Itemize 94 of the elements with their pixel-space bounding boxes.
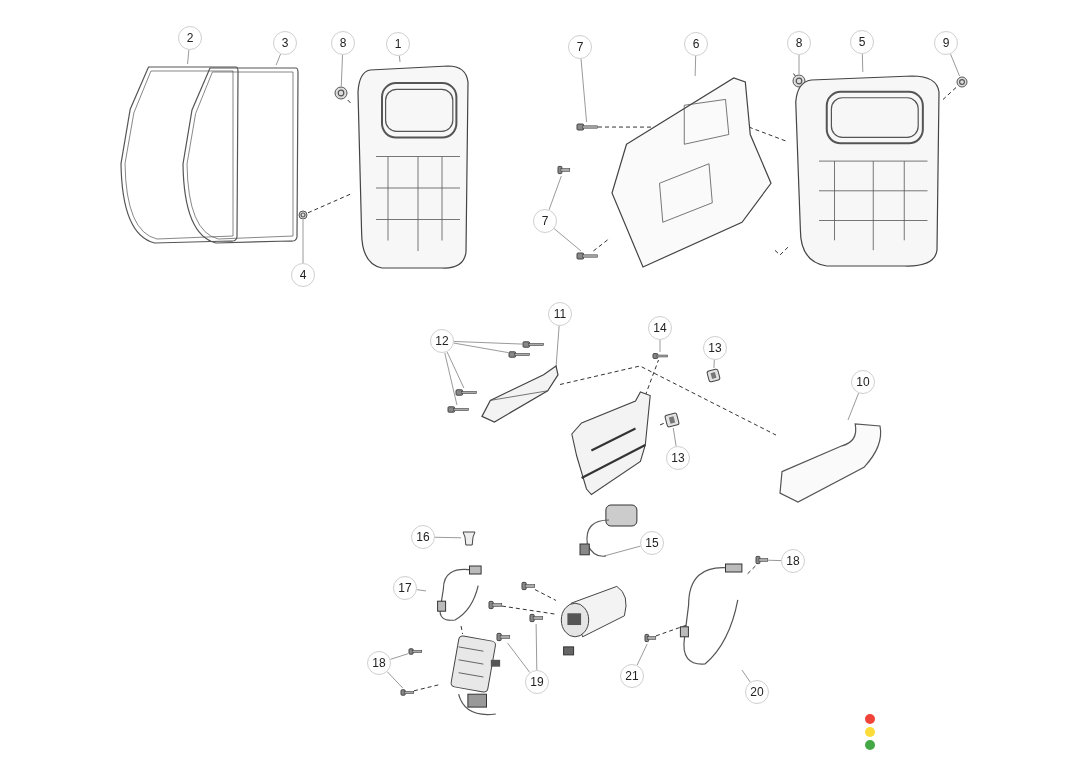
callout-number: 16 <box>411 525 435 549</box>
screw-drawing <box>644 632 656 644</box>
screw-drawing <box>455 388 477 397</box>
assembly-line <box>774 246 789 256</box>
leader-line <box>548 175 562 211</box>
leader-line <box>446 351 465 389</box>
leader-line <box>580 58 588 123</box>
leader-line <box>659 339 661 353</box>
callout-number: 7 <box>568 35 592 59</box>
seal-drawing <box>118 64 240 245</box>
plug-drawing <box>461 529 477 547</box>
leader-line <box>386 671 404 689</box>
screw-drawing <box>522 340 544 349</box>
assembly-line <box>307 192 353 214</box>
screw-drawing <box>529 612 543 624</box>
assembly-line <box>501 605 557 615</box>
leader-line <box>434 536 462 539</box>
leader-line <box>767 559 782 562</box>
leader-line <box>672 427 677 447</box>
leader-line <box>713 359 715 369</box>
leader-line <box>847 392 860 421</box>
nut-drawing <box>298 210 308 220</box>
callout-number: 9 <box>934 31 958 55</box>
screw-drawing <box>557 164 570 176</box>
screw-drawing <box>447 405 469 414</box>
assembly-line <box>942 87 957 100</box>
nut-drawing <box>956 76 968 88</box>
leader-line <box>798 54 800 75</box>
callout-number: 7 <box>533 209 557 233</box>
leader-line <box>603 545 641 557</box>
leader-line <box>636 643 648 666</box>
callout-number: 2 <box>178 26 202 50</box>
leader-line <box>398 55 401 63</box>
callout-number: 11 <box>548 302 572 326</box>
leader-line <box>187 49 190 65</box>
assembly-line <box>644 359 659 396</box>
callout-number: 5 <box>850 30 874 54</box>
assembly-line <box>413 684 441 692</box>
clip-drawing <box>706 368 721 383</box>
callout-number: 12 <box>430 329 454 353</box>
seal-drawing <box>180 65 300 245</box>
leader-line <box>444 352 458 406</box>
screw-drawing <box>521 580 535 592</box>
assembly-line <box>592 237 611 252</box>
callout-number: 17 <box>393 576 417 600</box>
callout-number: 14 <box>648 316 672 340</box>
callout-number: 21 <box>620 664 644 688</box>
callout-number: 18 <box>781 549 805 573</box>
screw-drawing <box>408 647 422 656</box>
nut-drawing <box>334 86 348 100</box>
callout-number: 13 <box>703 336 727 360</box>
callout-number: 19 <box>525 670 549 694</box>
callout-number: 15 <box>640 531 664 555</box>
screw-drawing <box>496 631 510 643</box>
pin-drawing <box>652 352 668 360</box>
screw-drawing <box>576 251 598 261</box>
leader-line <box>416 589 427 592</box>
leader-line <box>507 642 531 673</box>
callout-number: 8 <box>331 31 355 55</box>
screw-drawing <box>576 122 598 132</box>
screw-drawing <box>488 599 502 611</box>
assembly-line <box>534 589 557 601</box>
leader-line <box>340 54 343 87</box>
assembly-line <box>659 422 665 426</box>
leader-line <box>694 55 697 77</box>
screw-drawing <box>755 554 768 566</box>
callout-number: 6 <box>684 32 708 56</box>
callout-number: 20 <box>745 680 769 704</box>
assembly-line <box>745 565 756 576</box>
callout-number: 8 <box>787 31 811 55</box>
callout-number: 18 <box>367 651 391 675</box>
assembly-line <box>347 99 353 105</box>
callout-number: 1 <box>386 32 410 56</box>
leader-line <box>453 342 509 354</box>
assembly-line <box>460 625 464 635</box>
screw-drawing <box>508 350 530 359</box>
callout-number: 3 <box>273 31 297 55</box>
assembly-line <box>655 624 688 637</box>
leader-line <box>275 53 282 66</box>
leader-line <box>389 653 409 660</box>
handle-drawing <box>478 362 560 426</box>
callout-number: 4 <box>291 263 315 287</box>
leader-line <box>453 340 523 345</box>
callout-number: 10 <box>851 370 875 394</box>
leader-line <box>302 219 304 264</box>
leader-line <box>553 228 582 252</box>
cover-drawing <box>610 76 775 271</box>
screw-drawing <box>400 688 414 697</box>
clip-drawing <box>664 412 680 428</box>
leader-line <box>861 53 864 73</box>
leader-line <box>535 623 538 671</box>
assembly-line <box>559 365 777 436</box>
leader-line <box>950 53 961 77</box>
callout-number: 13 <box>666 446 690 470</box>
